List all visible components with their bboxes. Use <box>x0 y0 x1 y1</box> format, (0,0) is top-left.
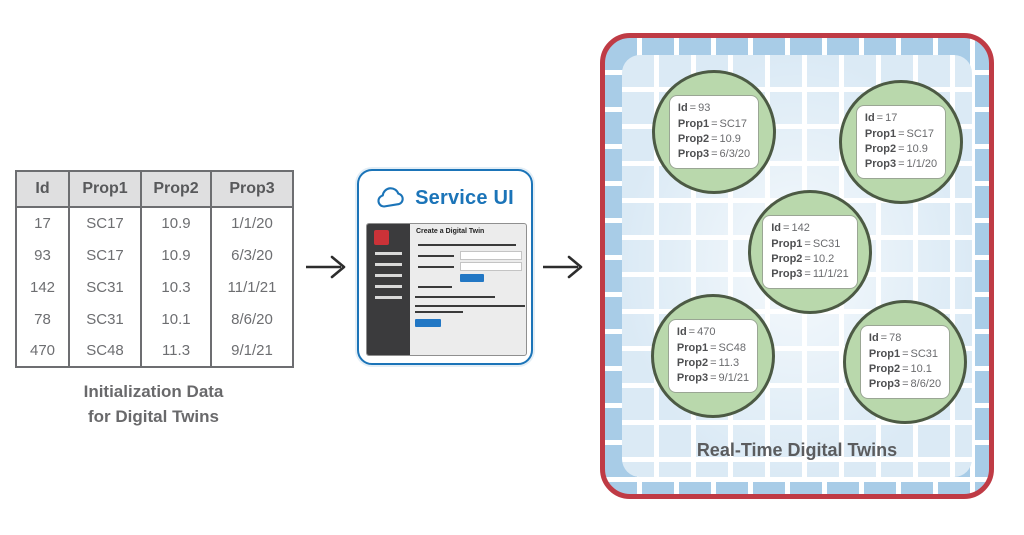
mini-input-field <box>460 251 522 260</box>
digital-twin-142: Id=142 Prop1=SC31 Prop2=10.2 Prop3=11/1/… <box>748 190 872 314</box>
twin-field: Id=470 <box>676 326 716 339</box>
twin-field: Id=93 <box>677 102 711 115</box>
service-ui-panel: Service UI Create a Digital Twin <box>357 169 533 365</box>
mini-button <box>460 274 484 282</box>
cell-prop3: 11/1/21 <box>210 271 294 303</box>
twin-field: Prop2=10.2 <box>771 253 835 265</box>
table-row: 78 SC31 10.1 8/6/20 <box>15 303 294 335</box>
mini-logo-square <box>374 230 389 245</box>
twin-field: Id=142 <box>771 222 810 235</box>
mini-divider <box>418 244 516 246</box>
table-row: 142 SC31 10.3 11/1/21 <box>15 271 294 303</box>
mini-nav-item <box>375 263 402 266</box>
digital-twin-17: Id=17 Prop1=SC17 Prop2=10.9 Prop3=1/1/20 <box>839 80 963 204</box>
cell-id: 93 <box>15 239 70 271</box>
cell-prop1: SC17 <box>68 239 142 271</box>
column-header-prop1: Prop1 <box>68 170 142 208</box>
twin-field: Prop2=11.3 <box>676 357 740 369</box>
service-ui-header: Service UI <box>359 185 531 211</box>
twin-field: Id=78 <box>868 332 902 345</box>
twin-field: Prop3=11/1/21 <box>771 268 849 281</box>
cell-id: 470 <box>15 335 70 368</box>
column-header-prop2: Prop2 <box>140 170 212 208</box>
twin-field: Id=17 <box>864 112 898 125</box>
cell-id: 142 <box>15 271 70 303</box>
table-header-row: Id Prop1 Prop2 Prop3 <box>15 170 294 208</box>
cell-prop2: 10.9 <box>140 207 212 239</box>
twin-field: Prop2=10.9 <box>677 133 741 145</box>
cell-id: 78 <box>15 303 70 335</box>
mini-form-area: Create a Digital Twin <box>410 224 526 355</box>
flow-arrow-icon <box>543 255 583 279</box>
digital-twin-93: Id=93 Prop1=SC17 Prop2=10.9 Prop3=6/3/20 <box>652 70 776 194</box>
mini-window-title: Create a Digital Twin <box>416 228 485 235</box>
cell-prop2: 10.9 <box>140 239 212 271</box>
cell-id: 17 <box>15 207 70 239</box>
cell-prop1: SC17 <box>68 207 142 239</box>
twin-field: Prop1=SC48 <box>676 341 747 354</box>
twin-properties-card: Id=93 Prop1=SC17 Prop2=10.9 Prop3=6/3/20 <box>668 95 760 169</box>
twin-properties-card: Id=142 Prop1=SC31 Prop2=10.2 Prop3=11/1/… <box>762 215 858 289</box>
mini-sidebar <box>367 224 410 355</box>
mini-nav-item <box>375 296 402 299</box>
twin-field: Prop1=SC31 <box>771 237 841 250</box>
cloud-icon <box>377 187 404 208</box>
mini-nav-item <box>375 274 402 277</box>
service-ui-title: Service UI <box>415 186 514 209</box>
twin-properties-card: Id=470 Prop1=SC48 Prop2=11.3 Prop3=9/1/2… <box>667 319 759 393</box>
mini-text-line <box>415 296 495 298</box>
cell-prop3: 9/1/21 <box>210 335 294 368</box>
mini-field-label <box>418 266 454 268</box>
cell-prop3: 8/6/20 <box>210 303 294 335</box>
twin-field: Prop3=1/1/20 <box>864 158 938 171</box>
twin-properties-card: Id=17 Prop1=SC17 Prop2=10.9 Prop3=1/1/20 <box>855 105 947 179</box>
table-caption-line1: Initialization Data <box>83 382 224 401</box>
mini-input-field <box>460 262 522 271</box>
mini-button <box>415 319 441 327</box>
cell-prop1: SC31 <box>68 271 142 303</box>
twin-field: Prop3=6/3/20 <box>677 148 751 161</box>
mini-divider <box>415 305 525 307</box>
table-row: 17 SC17 10.9 1/1/20 <box>15 207 294 239</box>
twin-field: Prop3=8/6/20 <box>868 378 942 391</box>
table-caption-line2: for Digital Twins <box>88 406 219 426</box>
table-row: 470 SC48 11.3 9/1/21 <box>15 335 294 368</box>
twin-field: Prop1=SC31 <box>868 347 939 360</box>
cell-prop2: 11.3 <box>140 335 212 368</box>
twin-field: Prop3=9/1/21 <box>676 372 750 385</box>
cell-prop1: SC48 <box>68 335 142 368</box>
twin-field: Prop1=SC17 <box>677 117 748 130</box>
cell-prop2: 10.3 <box>140 271 212 303</box>
flow-arrow-icon <box>306 255 346 279</box>
cell-prop2: 10.1 <box>140 303 212 335</box>
table-caption: Initialization Data for Digital Twins <box>15 380 292 429</box>
mini-nav-item <box>375 285 402 288</box>
mini-app-window: Create a Digital Twin <box>366 223 527 356</box>
mini-field-label <box>418 255 454 257</box>
cell-prop1: SC31 <box>68 303 142 335</box>
mini-nav-item <box>375 252 402 255</box>
twin-properties-card: Id=78 Prop1=SC31 Prop2=10.1 Prop3=8/6/20 <box>859 325 951 399</box>
column-header-id: Id <box>15 170 70 208</box>
twin-field: Prop2=10.1 <box>868 363 932 375</box>
cell-prop3: 1/1/20 <box>210 207 294 239</box>
table-row: 93 SC17 10.9 6/3/20 <box>15 239 294 271</box>
cell-prop3: 6/3/20 <box>210 239 294 271</box>
mini-field-label <box>418 286 452 288</box>
digital-twin-78: Id=78 Prop1=SC31 Prop2=10.1 Prop3=8/6/20 <box>843 300 967 424</box>
twin-field: Prop1=SC17 <box>864 127 935 140</box>
initialization-data-table: Id Prop1 Prop2 Prop3 17 SC17 10.9 1/1/20… <box>15 170 294 368</box>
twins-panel-caption: Real-Time Digital Twins <box>696 440 898 460</box>
digital-twin-470: Id=470 Prop1=SC48 Prop2=11.3 Prop3=9/1/2… <box>651 294 775 418</box>
column-header-prop3: Prop3 <box>210 170 294 208</box>
mini-text-line <box>415 311 463 313</box>
twin-field: Prop2=10.9 <box>864 143 928 155</box>
